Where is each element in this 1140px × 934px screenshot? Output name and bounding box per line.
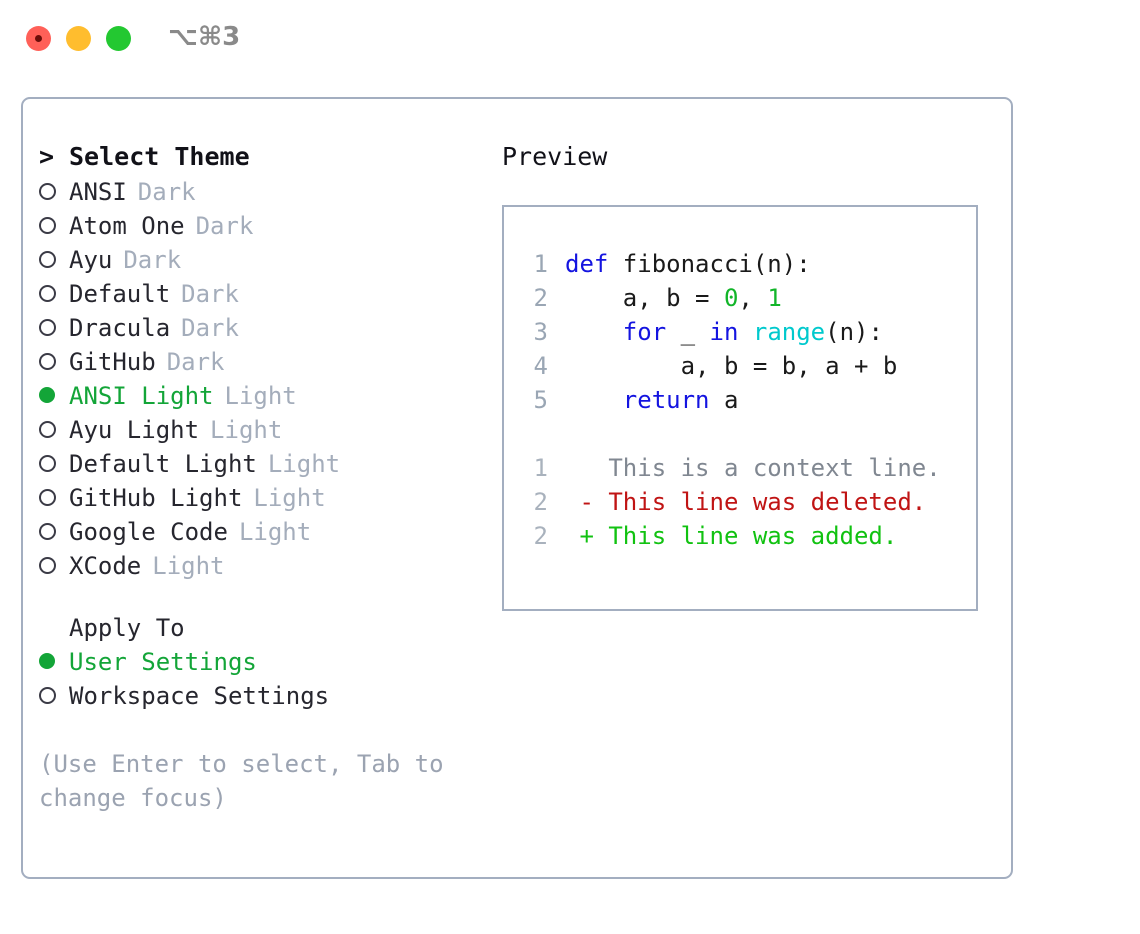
- item-label: Google Code: [69, 518, 228, 546]
- item-badge: Dark: [181, 280, 239, 308]
- item-badge: Light: [224, 382, 297, 410]
- diff-line: 1 This is a context line.: [504, 451, 976, 485]
- code-line: 3 for _ in range(n):: [504, 315, 976, 349]
- line-number: 2: [533, 488, 548, 516]
- theme-option-default-light[interactable]: Default Light Light: [39, 447, 479, 481]
- item-label: Default Light: [69, 450, 257, 478]
- preview-title: Preview: [502, 142, 608, 171]
- item-badge: Light: [210, 416, 283, 444]
- line-number: 2: [533, 284, 548, 312]
- item-label: Ayu Light: [69, 416, 200, 444]
- item-badge: Light: [238, 518, 312, 546]
- code-text: a, b = 0, 1: [565, 284, 782, 312]
- item-badge: Dark: [181, 314, 239, 342]
- item-badge: Dark: [123, 246, 182, 274]
- diff-line: 2 - This line was deleted.: [504, 485, 976, 519]
- radio-unselected-icon: [39, 515, 69, 549]
- code-text: def fibonacci(n):: [565, 250, 811, 278]
- apply-to-title: Apply To: [69, 614, 185, 642]
- line-number: 2: [533, 522, 548, 550]
- item-label: GitHub: [69, 348, 156, 376]
- line-number: 4: [533, 352, 548, 380]
- item-label: ANSI Light: [69, 382, 214, 410]
- keyboard-hint-text: (Use Enter to select, Tab to change focu…: [39, 750, 444, 812]
- item-badge: Dark: [137, 178, 196, 206]
- theme-option-ansi-light[interactable]: ANSI Light Light: [39, 379, 479, 413]
- radio-selected-icon: [39, 379, 69, 413]
- theme-option-xcode[interactable]: XCode Light: [39, 549, 479, 583]
- radio-unselected-icon: [39, 175, 69, 209]
- item-badge: Light: [267, 450, 341, 478]
- code-line: 1 def fibonacci(n):: [504, 247, 976, 281]
- radio-unselected-icon: [39, 277, 69, 311]
- line-number: 5: [533, 386, 548, 414]
- theme-option-default[interactable]: Default Dark: [39, 277, 479, 311]
- item-label: User Settings: [69, 648, 257, 676]
- theme-option-dracula[interactable]: Dracula Dark: [39, 311, 479, 345]
- radio-unselected-icon: [39, 311, 69, 345]
- maximize-light-icon[interactable]: [106, 26, 131, 51]
- close-light-icon[interactable]: [26, 26, 51, 51]
- radio-unselected-icon: [39, 679, 69, 713]
- minimize-light-icon[interactable]: [66, 26, 91, 51]
- cursor-chevron-icon: >: [39, 142, 55, 171]
- apply-to-option-user-settings[interactable]: User Settings: [39, 645, 479, 679]
- radio-unselected-icon: [39, 243, 69, 277]
- code-text: - This line was deleted.: [565, 488, 927, 516]
- theme-option-github[interactable]: GitHub Dark: [39, 345, 479, 379]
- diff-line: 2 + This line was added.: [504, 519, 976, 553]
- radio-unselected-icon: [39, 345, 69, 379]
- apply-to-option-workspace-settings[interactable]: Workspace Settings: [39, 679, 479, 713]
- line-number: 1: [533, 250, 548, 278]
- item-badge: Dark: [166, 348, 225, 376]
- item-label: Dracula: [69, 314, 171, 342]
- item-label: XCode: [69, 552, 142, 580]
- item-label: Ayu: [69, 246, 113, 274]
- item-label: ANSI: [69, 178, 127, 206]
- radio-unselected-icon: [39, 447, 69, 481]
- item-label: GitHub Light: [69, 484, 243, 512]
- code-line: 2 a, b = 0, 1: [504, 281, 976, 315]
- radio-unselected-icon: [39, 413, 69, 447]
- item-badge: Light: [253, 484, 326, 512]
- theme-picker-title: Select Theme: [69, 142, 250, 171]
- radio-selected-icon: [39, 645, 69, 679]
- line-number: 3: [533, 318, 548, 346]
- code-text: a, b = b, a + b: [565, 352, 898, 380]
- theme-option-ayu[interactable]: Ayu Dark: [39, 243, 479, 277]
- theme-option-google-code[interactable]: Google Code Light: [39, 515, 479, 549]
- code-text: return a: [622, 386, 739, 414]
- radio-unselected-icon: [39, 549, 69, 583]
- code-text: + This line was added.: [565, 522, 898, 550]
- code-line: 4 a, b = b, a + b: [504, 349, 976, 383]
- item-badge: Dark: [195, 212, 254, 240]
- theme-option-ayu-light[interactable]: Ayu Light Light: [39, 413, 479, 447]
- code-line: 5 return a: [504, 383, 976, 417]
- theme-option-ansi[interactable]: ANSI Dark: [39, 175, 479, 209]
- code-text: for _ in range(n):: [622, 318, 883, 346]
- radio-unselected-icon: [39, 481, 69, 515]
- theme-option-atom-one[interactable]: Atom One Dark: [39, 209, 479, 243]
- code-text: This is a context line.: [565, 454, 941, 482]
- item-label: Workspace Settings: [69, 682, 330, 710]
- radio-unselected-icon: [39, 209, 69, 243]
- code-preview-spacer: [504, 417, 976, 451]
- theme-picker-header: > Select Theme: [39, 139, 479, 175]
- theme-option-github-light[interactable]: GitHub Light Light: [39, 481, 479, 515]
- item-badge: Light: [152, 552, 225, 580]
- line-number: 1: [533, 454, 548, 482]
- item-label: Atom One: [69, 212, 185, 240]
- title-bar: ⌥⌘3: [0, 0, 1140, 78]
- item-label: Default: [69, 280, 171, 308]
- keyboard-shortcut-label: ⌥⌘3: [168, 22, 241, 52]
